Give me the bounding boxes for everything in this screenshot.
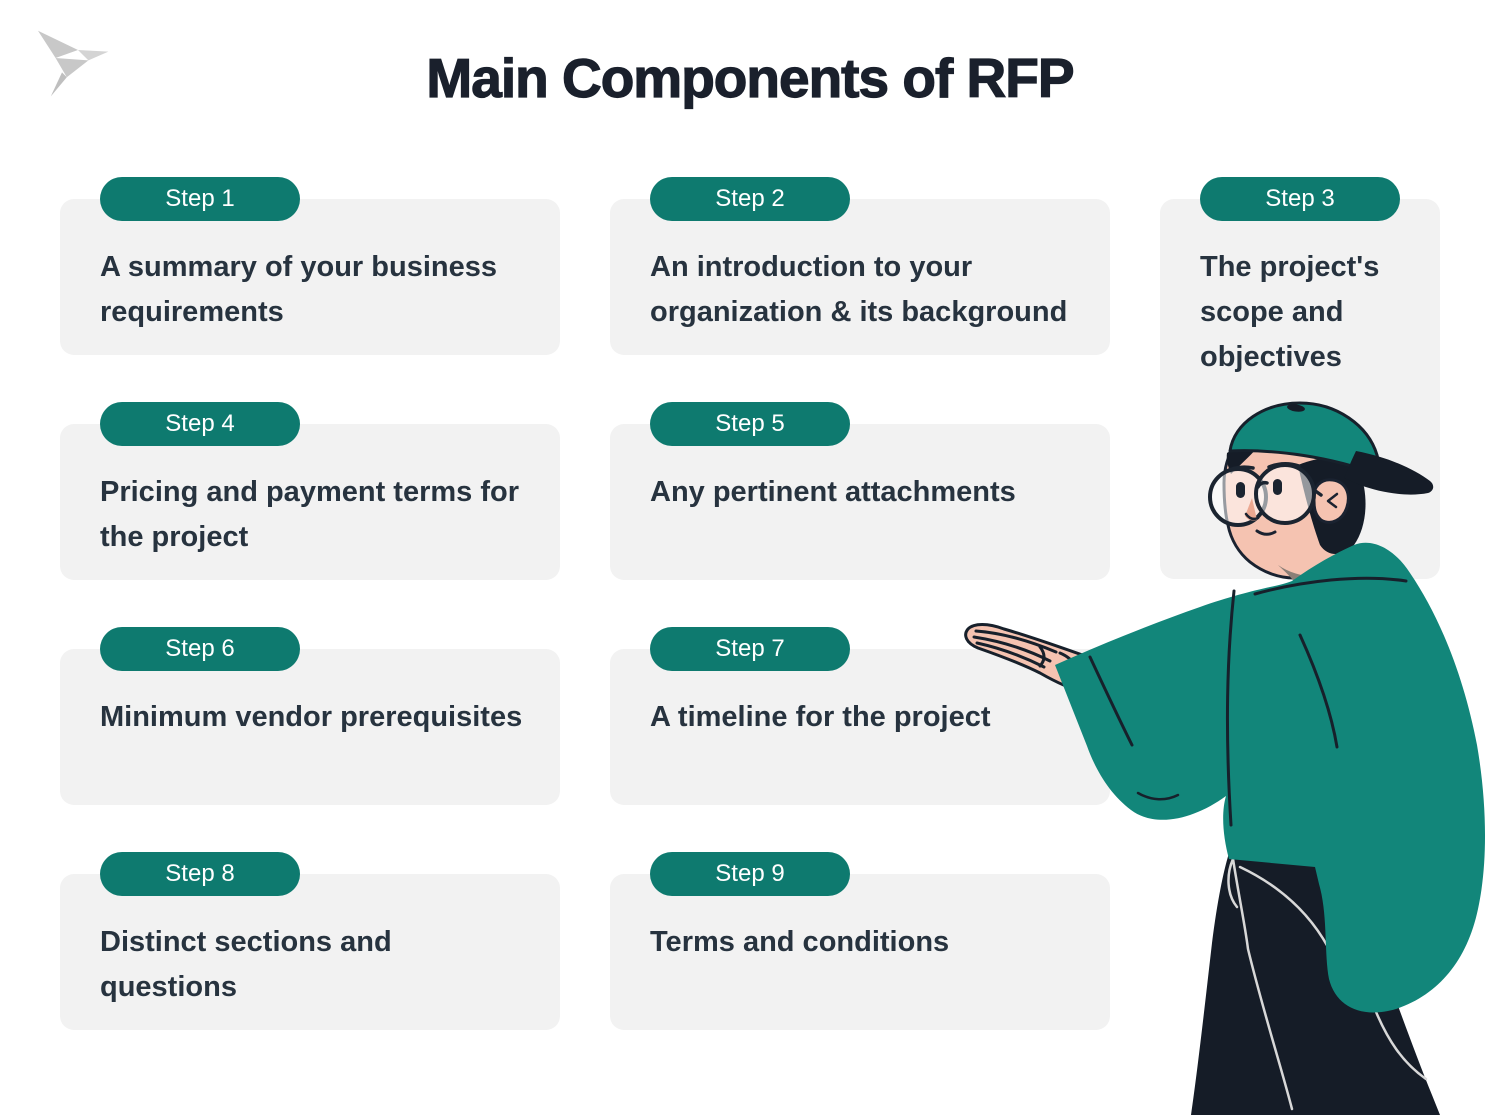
step-card-2: Step 2 An introduction to your organizat… bbox=[610, 177, 1110, 355]
step-card-4: Step 4 Pricing and payment terms for the… bbox=[60, 402, 560, 580]
step-badge: Step 5 bbox=[650, 402, 850, 446]
step-description: Distinct sections and questions bbox=[100, 926, 392, 1003]
step-card-3: Step 3 The project's scope and objective… bbox=[1160, 177, 1440, 579]
step-badge: Step 3 bbox=[1200, 177, 1400, 221]
step-description: Terms and conditions bbox=[650, 926, 950, 958]
step-badge: Step 2 bbox=[650, 177, 850, 221]
origami-bird-logo-icon bbox=[38, 30, 109, 97]
presenter-illustration bbox=[964, 401, 1486, 1115]
step-description: A summary of your business requirements bbox=[100, 251, 497, 328]
step-card-9: Step 9 Terms and conditions bbox=[610, 852, 1110, 1030]
step-badge: Step 7 bbox=[650, 627, 850, 671]
step-badge: Step 8 bbox=[100, 852, 300, 896]
step-description: Pricing and payment terms for the projec… bbox=[100, 476, 519, 553]
step-card-7: Step 7 A timeline for the project bbox=[610, 627, 1110, 805]
step-badge: Step 6 bbox=[100, 627, 300, 671]
page-title: Main Components of RFP bbox=[426, 46, 1075, 109]
step-badge: Step 1 bbox=[100, 177, 300, 221]
step-description: Minimum vendor prerequisites bbox=[100, 701, 523, 733]
step-card-8: Step 8 Distinct sections and questions bbox=[60, 852, 560, 1030]
step-description: An introduction to your organization & i… bbox=[650, 251, 1068, 328]
step-description: The project's scope and objectives bbox=[1200, 251, 1380, 373]
step-badge: Step 9 bbox=[650, 852, 850, 896]
step-badge: Step 4 bbox=[100, 402, 300, 446]
step-card-1: Step 1 A summary of your business requir… bbox=[60, 177, 560, 355]
step-card-5: Step 5 Any pertinent attachments bbox=[610, 402, 1110, 580]
step-description: Any pertinent attachments bbox=[650, 476, 1016, 508]
step-card-6: Step 6 Minimum vendor prerequisites bbox=[60, 627, 560, 805]
step-description: A timeline for the project bbox=[650, 701, 991, 733]
